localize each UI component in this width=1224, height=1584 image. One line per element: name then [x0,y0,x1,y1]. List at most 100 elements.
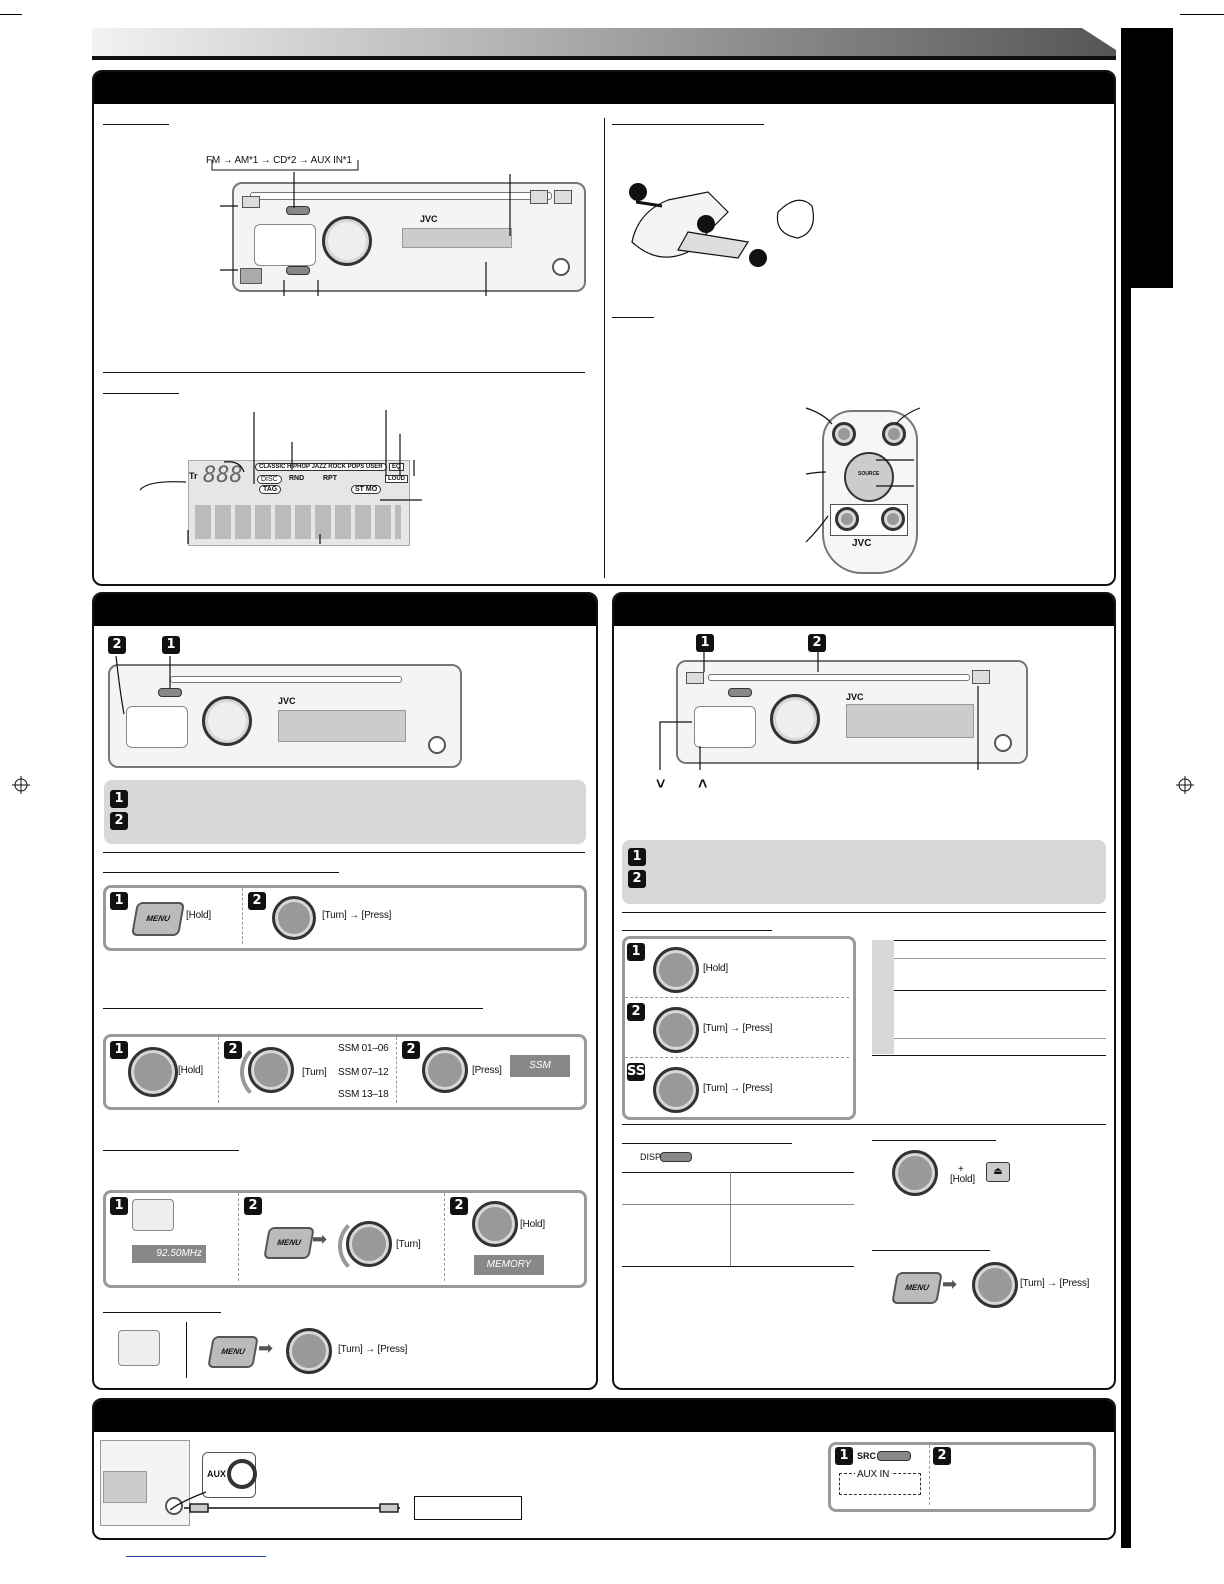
control-dial[interactable] [653,1007,699,1053]
main-segment-display [195,505,401,539]
src-button[interactable] [728,688,752,697]
control-dial[interactable] [272,896,316,940]
control-dial[interactable] [472,1201,518,1247]
step-badge: 2 [110,812,128,830]
hold-label: [Hold] [178,1065,203,1076]
plus-label: + [958,1164,964,1175]
step-badge: 2 [808,634,826,652]
control-dial[interactable] [653,1067,699,1113]
aux-steps-panel: 1 SRC AUX IN 2 [828,1442,1096,1512]
control-dial[interactable] [322,216,372,266]
step-badge: 2 [933,1447,951,1465]
divider [103,852,585,853]
callout-lines [220,172,511,296]
release-button[interactable] [554,190,572,204]
control-dial[interactable] [972,1262,1018,1308]
brand-logo: JVC [420,214,438,224]
table-rule [894,1038,1106,1039]
src-button[interactable] [286,206,310,215]
remote-vol-up-button[interactable] [881,507,905,531]
step-badge: 1 [627,943,645,961]
control-dial[interactable] [286,1328,332,1374]
aux-jack[interactable] [552,258,570,276]
radio-steps-box: 1 2 [104,780,586,844]
detach-button[interactable] [686,672,704,684]
unit-display [846,704,974,738]
ssm-range: SSM 07–12 [338,1067,389,1078]
turn-label: [Turn] [396,1239,421,1250]
heading-underline [103,124,169,125]
external-device-box [414,1496,522,1520]
table-cell [872,940,894,990]
hold-label: [Hold] [950,1174,975,1185]
step-badge: 2 [248,892,266,910]
aux-jack[interactable] [994,734,1012,752]
menu-button[interactable]: MENU [131,902,185,936]
eject-icon[interactable]: ⏏ [986,1162,1010,1182]
step-badge: SSM [627,1063,659,1081]
step-badge: 1 [110,1197,128,1215]
control-dial[interactable] [248,1047,294,1093]
menu-button[interactable]: MENU [207,1336,259,1368]
eject-button[interactable] [530,190,548,204]
memory-badge: MEMORY [474,1255,544,1275]
registration-mark [1176,776,1194,794]
aux-jack[interactable] [428,736,446,754]
eject-button[interactable] [972,670,990,684]
control-dial[interactable] [892,1150,938,1196]
step-badge: 2 [108,636,126,654]
heading-underline [612,317,654,318]
unit-display [402,228,512,248]
radio-panel-1: 1 MENU [Hold] 2 [Turn] → [Press] [103,885,587,951]
control-dial[interactable] [653,947,699,993]
disp-button[interactable] [660,1152,692,1162]
tag-indicator: TAG [259,485,282,494]
src-button[interactable] [877,1451,911,1461]
direction-pad[interactable] [254,224,316,266]
brand-logo: JVC [846,692,864,702]
disp-button[interactable] [286,266,310,275]
control-dial[interactable] [346,1221,392,1267]
column-divider [604,118,605,578]
panel-divider [396,1037,397,1103]
step-badge: 2 [627,1003,645,1021]
arrow-icon: ➡ [258,1338,274,1358]
control-dial[interactable] [202,696,252,746]
direction-pad[interactable] [694,706,756,748]
track-digits: 888 [203,463,243,488]
control-dial[interactable] [128,1047,178,1097]
control-dial[interactable] [422,1047,468,1093]
table-rule [730,1172,731,1266]
src-button[interactable] [158,688,182,697]
display-table [622,1172,854,1268]
aux-jack[interactable] [165,1497,183,1515]
control-dial[interactable] [770,694,820,744]
registration-mark [12,776,30,794]
menu-button[interactable]: MENU [263,1227,315,1259]
remote-sound-button[interactable] [882,422,906,446]
unit-display [103,1471,147,1503]
tune-buttons[interactable] [132,1199,174,1231]
menu-button[interactable]: MENU [891,1272,943,1304]
section-header [94,1400,1114,1432]
turn-press-label: [Turn] → [Press] [1020,1278,1090,1289]
panel-divider [218,1037,219,1103]
turn-press-label: [Turn] → [Press] [338,1344,408,1355]
track-indicator: Tr [189,471,198,481]
side-tab [1121,28,1173,288]
att-button[interactable] [242,196,260,208]
crop-mark [1180,14,1224,15]
remote-vol-down-button[interactable] [835,507,859,531]
direction-pad[interactable] [126,706,188,748]
remote-att-button[interactable] [832,422,856,446]
step-badge: 2 [628,870,646,888]
dial-arc [240,1041,302,1103]
disc-slot [708,674,970,681]
turn-label: [Turn] [302,1067,327,1078]
eject-detach-button[interactable] [240,268,262,284]
cd-panel-a: 1 [Hold] 2 [Turn] → [Press] SSM [Turn] →… [622,936,856,1120]
section-header [94,594,596,626]
tune-buttons[interactable] [118,1330,160,1366]
radio-panel-3: 1 92.50MHz 2 MENU ➡ [Turn] 2 [Hold] MEMO… [103,1190,587,1288]
source-chain: FM → AM*1 → CD*2 → AUX IN*1 [206,155,352,166]
